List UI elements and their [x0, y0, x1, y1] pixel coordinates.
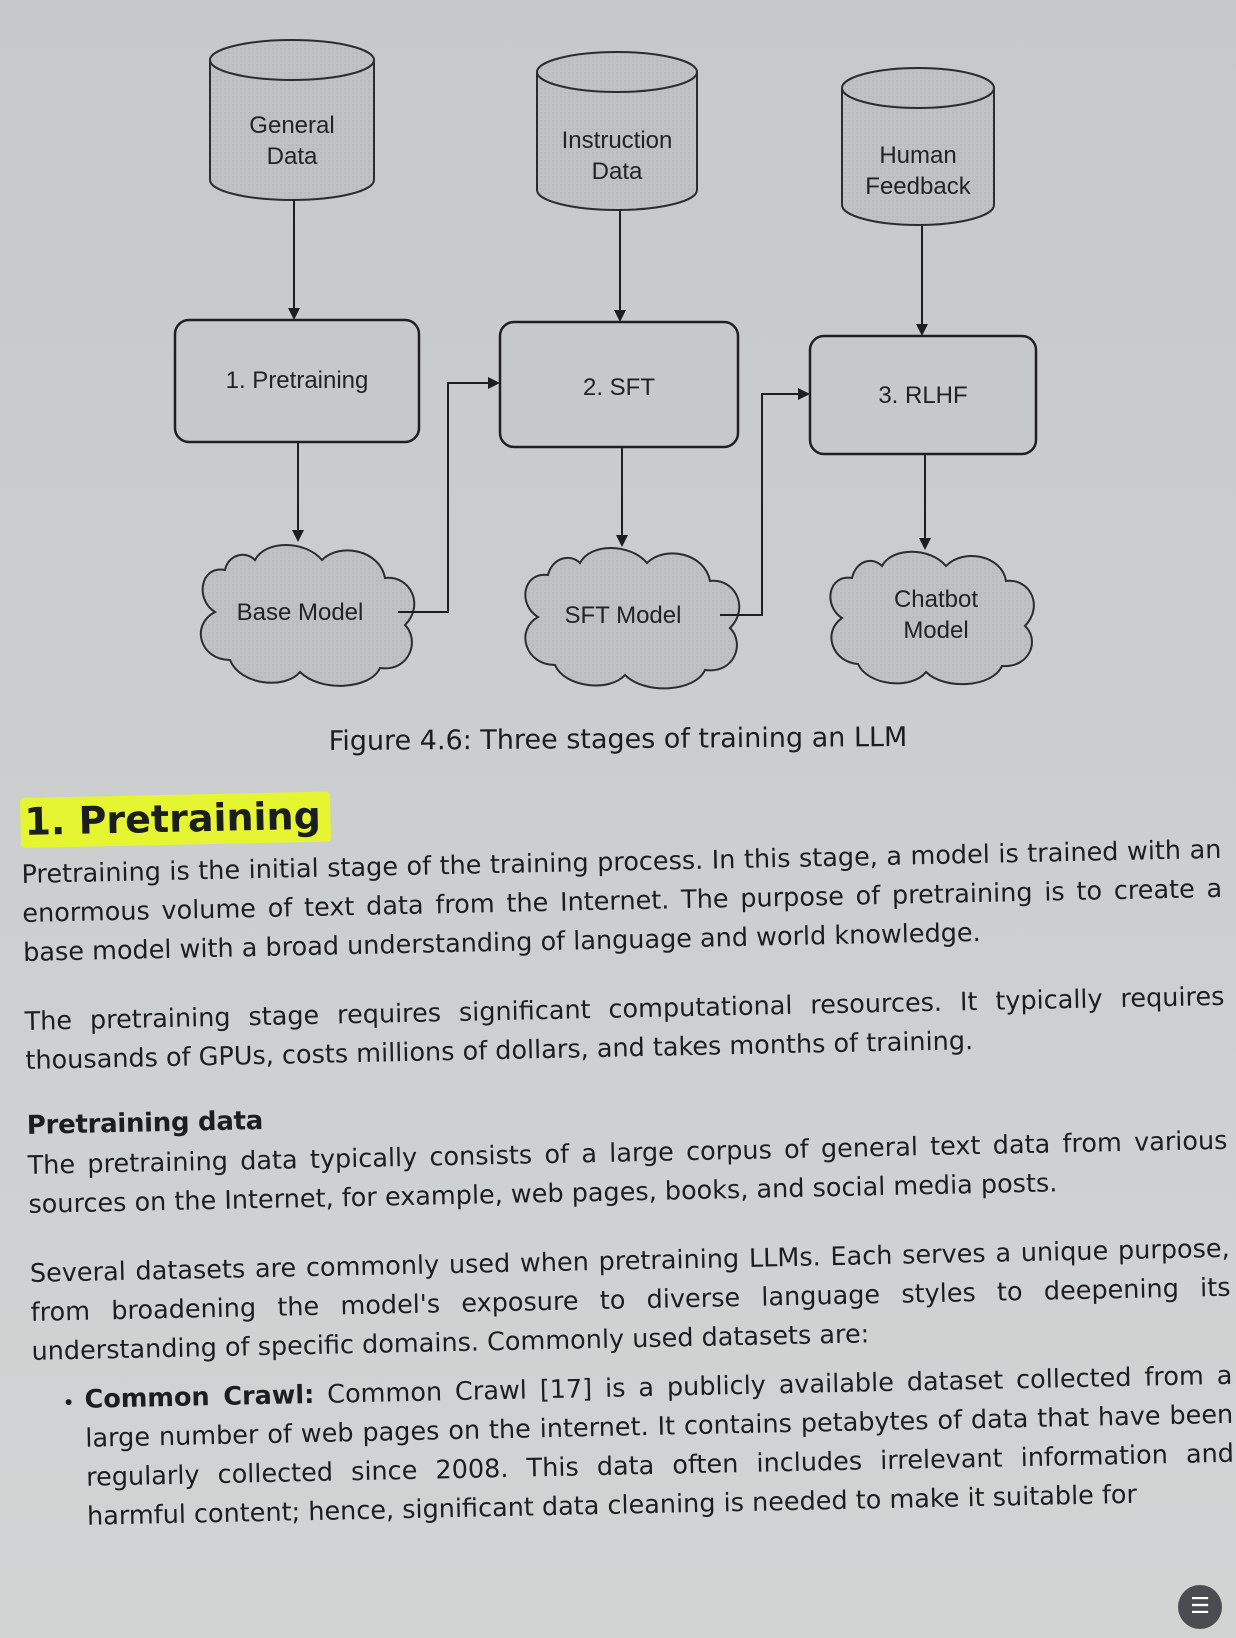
section-title-highlight: 1. Pretraining — [19, 791, 332, 848]
diagram-graphics — [173, 39, 1038, 690]
training-stages-diagram: General Data Instruction Data Human Feed… — [0, 0, 1236, 720]
section-title: 1. Pretraining — [19, 775, 1221, 848]
base-model-cloud — [199, 544, 416, 687]
paragraph: The pretraining stage requires significa… — [24, 981, 1225, 1076]
sft-stage-label: 2. SFT — [582, 374, 655, 401]
pretraining-stage-label: 1. Pretraining — [225, 367, 369, 394]
list-item-term: Common Crawl: — [84, 1379, 315, 1415]
base-model-label: Base Model — [236, 599, 364, 626]
chatbot-model-cloud — [829, 550, 1035, 685]
list-item: Common Crawl: Common Crawl [17] is a pub… — [84, 1357, 1235, 1537]
sft-model-cloud — [524, 547, 741, 690]
instruction-data-cylinder — [536, 51, 698, 211]
figure-caption: Figure 4.6: Three stages of training an … — [328, 721, 908, 758]
sft-model-label: SFT Model — [564, 602, 682, 629]
human-feedback-cylinder — [841, 67, 995, 226]
paragraph: Several datasets are commonly used when … — [29, 1233, 1231, 1367]
human-feedback-label: Human Feedback — [865, 142, 971, 200]
general-data-label: General Data — [249, 112, 335, 170]
paragraph: Pretraining is the initial stage of the … — [21, 834, 1223, 968]
instruction-data-label: Instruction Data — [561, 127, 673, 185]
paragraph: The pretraining data typically consists … — [27, 1125, 1228, 1220]
section-body: 1. Pretraining Pretraining is the initia… — [19, 775, 1235, 1538]
general-data-cylinder — [209, 39, 375, 201]
text-scan-icon[interactable]: ☰ — [1178, 1585, 1222, 1629]
rlhf-stage-label: 3. RLHF — [878, 382, 968, 409]
sft-stage-box — [498, 320, 740, 449]
rlhf-stage-box — [808, 334, 1038, 456]
dataset-list: Common Crawl: Common Crawl [17] is a pub… — [32, 1357, 1235, 1538]
chatbot-model-label: Chatbot Model — [893, 586, 979, 644]
